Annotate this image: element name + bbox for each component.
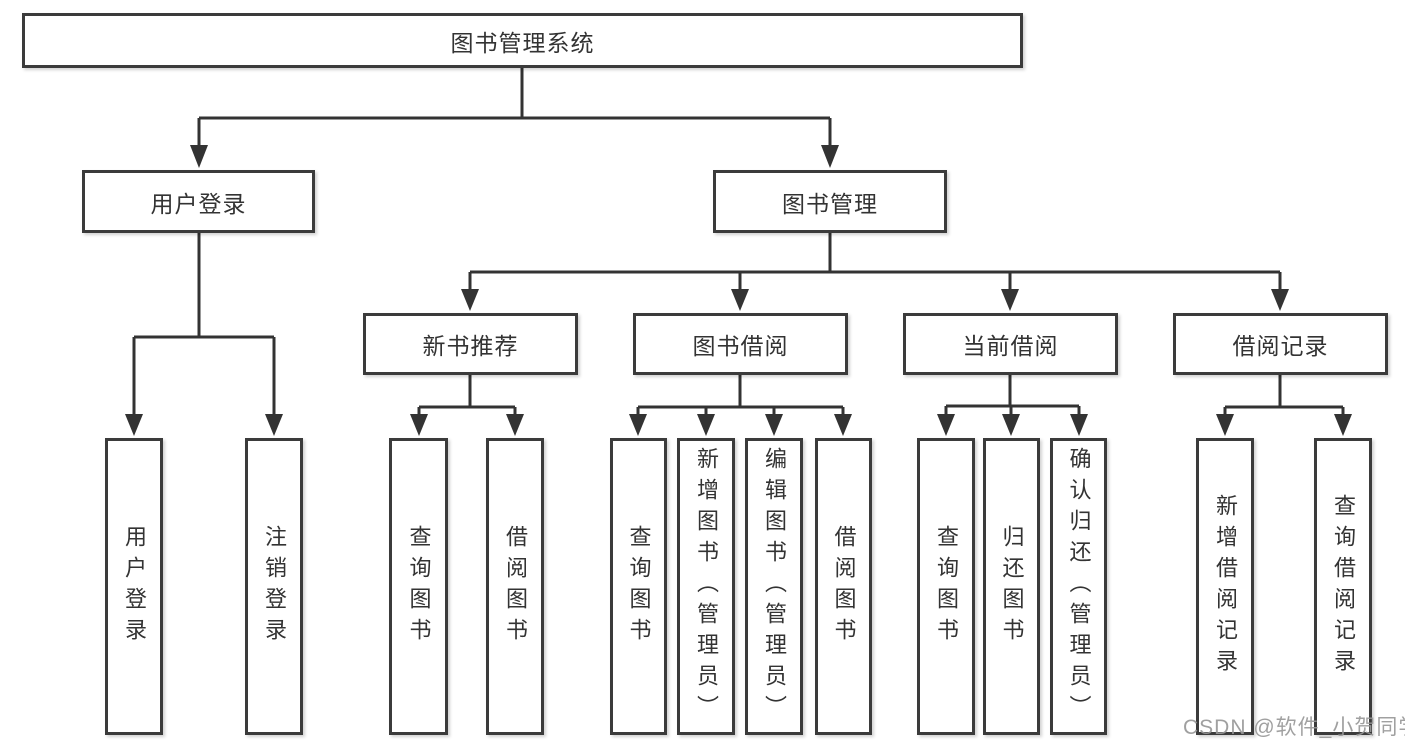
leaf-nbr-query-books-label: 查询图书 xyxy=(406,524,432,649)
leaf-bb-query-books: 查询图书 xyxy=(610,438,667,735)
leaf-bb-query-books-label: 查询图书 xyxy=(626,524,652,649)
leaf-cb-return-books-label: 归还图书 xyxy=(999,524,1025,649)
node-new-book-recommend-label: 新书推荐 xyxy=(422,333,519,359)
arrowheads xyxy=(125,145,1352,436)
leaf-cb-confirm-return-admin: 确认归还（管理员） xyxy=(1050,438,1107,735)
leaf-bb-edit-books-admin-label: 编辑图书（管理员） xyxy=(762,447,787,726)
node-current-borrow-label: 当前借阅 xyxy=(962,333,1059,359)
node-borrow-records-label: 借阅记录 xyxy=(1232,333,1329,359)
node-root-label: 图书管理系统 xyxy=(450,29,595,56)
node-current-borrow: 当前借阅 xyxy=(903,313,1118,375)
leaf-cb-return-books: 归还图书 xyxy=(983,438,1040,735)
node-book-mgmt-label: 图书管理 xyxy=(782,190,878,217)
leaf-br-add-record-label: 新增借阅记录 xyxy=(1213,493,1238,680)
leaf-br-add-record: 新增借阅记录 xyxy=(1196,438,1254,735)
leaf-bb-borrow-books-label: 借阅图书 xyxy=(831,524,857,649)
node-new-book-recommend: 新书推荐 xyxy=(363,313,578,375)
leaf-nbr-query-books: 查询图书 xyxy=(389,438,448,735)
leaf-cb-confirm-return-admin-label: 确认归还（管理员） xyxy=(1066,447,1092,726)
node-root: 图书管理系统 xyxy=(22,13,1023,68)
leaf-bb-borrow-books: 借阅图书 xyxy=(815,438,872,735)
leaf-nbr-borrow-books: 借阅图书 xyxy=(486,438,544,735)
leaf-cb-query-books: 查询图书 xyxy=(917,438,975,735)
node-user-login: 用户登录 xyxy=(82,170,315,233)
leaf-bb-edit-books-admin: 编辑图书（管理员） xyxy=(745,438,803,735)
leaf-logout: 注销登录 xyxy=(245,438,303,735)
node-book-mgmt: 图书管理 xyxy=(713,170,947,233)
node-book-borrow: 图书借阅 xyxy=(633,313,848,375)
leaf-user-login-label: 用户登录 xyxy=(122,524,147,649)
node-book-borrow-label: 图书借阅 xyxy=(692,333,789,359)
leaf-logout-label: 注销登录 xyxy=(262,524,287,649)
leaf-nbr-borrow-books-label: 借阅图书 xyxy=(503,524,528,649)
leaf-br-query-record: 查询借阅记录 xyxy=(1314,438,1372,735)
leaf-bb-add-books-admin: 新增图书（管理员） xyxy=(677,438,735,735)
leaf-bb-add-books-admin-label: 新增图书（管理员） xyxy=(694,447,719,726)
node-borrow-records: 借阅记录 xyxy=(1173,313,1388,375)
leaf-user-login: 用户登录 xyxy=(105,438,163,735)
leaf-cb-query-books-label: 查询图书 xyxy=(934,524,959,649)
node-user-login-label: 用户登录 xyxy=(150,190,247,217)
csdn-watermark: CSDN @软件_小贺同学 xyxy=(1183,716,1405,739)
leaf-br-query-record-label: 查询借阅记录 xyxy=(1331,493,1356,680)
